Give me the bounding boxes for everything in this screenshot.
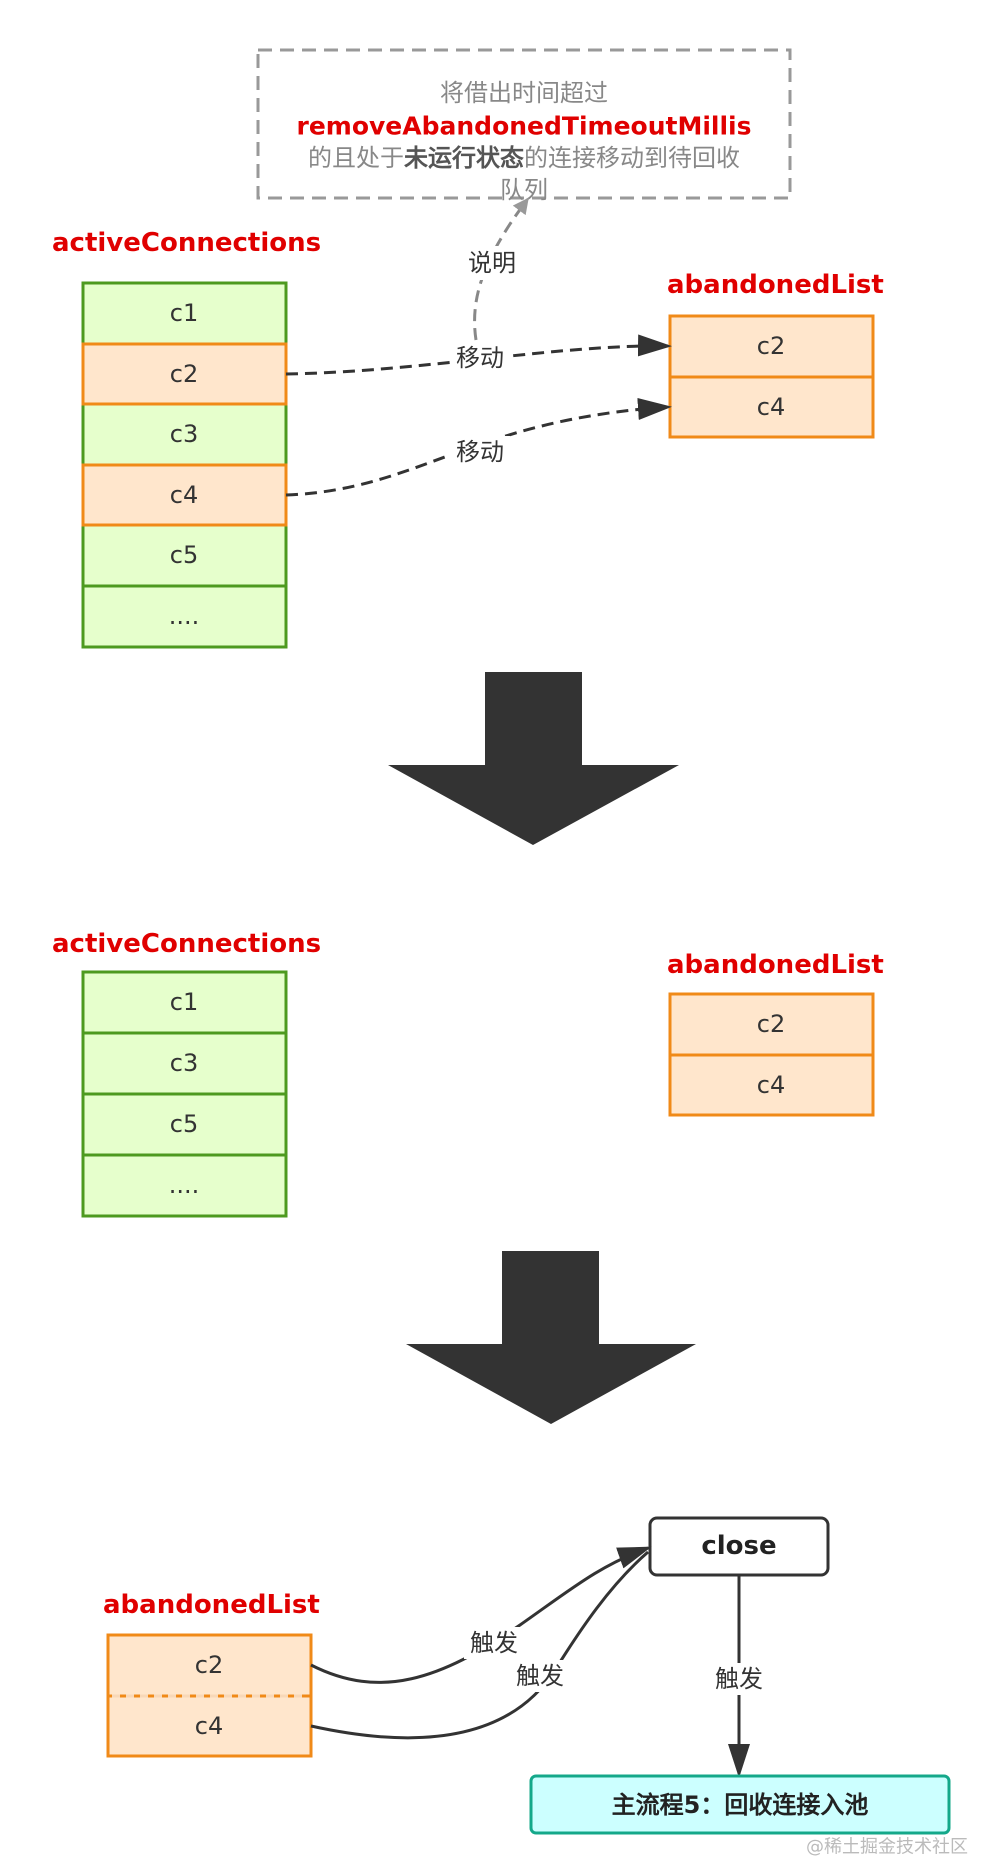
stage2-abandoned-cell-c2 bbox=[668, 992, 875, 1057]
stage2-abandoned-list: c2 c4 bbox=[668, 992, 875, 1117]
move-label-1-bg bbox=[450, 342, 510, 374]
stage3-abandoned-title: abandonedList bbox=[103, 1590, 320, 1620]
stage2-active-title: activeConnections bbox=[52, 929, 321, 959]
move-label-1: 移动 bbox=[456, 344, 504, 372]
stage1-abandoned-title: abandonedList bbox=[667, 270, 884, 300]
move-label-2-bg bbox=[450, 436, 510, 468]
stage1-active-list: c1 c3 c5 .... c2 c4 bbox=[81, 281, 288, 649]
watermark: @稀土掘金技术社区 bbox=[806, 1837, 968, 1858]
stage2-active-cell-more bbox=[81, 1153, 288, 1218]
stage1-abandoned-label-c4: c4 bbox=[757, 393, 785, 421]
stage2-active-cell-c1 bbox=[81, 970, 288, 1035]
stage1-active-label-c2: c2 bbox=[170, 360, 198, 388]
trigger-label-3: 触发 bbox=[715, 1665, 763, 1693]
transition-arrow-2 bbox=[406, 1251, 696, 1424]
note-link-label: 说明 bbox=[468, 249, 516, 277]
stage1-abandoned-list: c2 c4 bbox=[668, 314, 875, 439]
trigger-label-3-bg bbox=[709, 1663, 769, 1695]
stage1-active-title: activeConnections bbox=[52, 228, 321, 258]
stage2-active-label-c1: c1 bbox=[170, 988, 198, 1016]
stage2-active-cell-c5 bbox=[81, 1092, 288, 1157]
note-line-4: 队列 bbox=[500, 176, 548, 204]
note-line-3: 的且处于未运行状态的连接移动到待回收 bbox=[308, 144, 740, 172]
stage3-abandoned-label-c2: c2 bbox=[195, 1651, 223, 1679]
stage3-abandoned-cell-c4 bbox=[106, 1694, 313, 1758]
move-label-2: 移动 bbox=[456, 438, 504, 466]
trigger-label-2: 触发 bbox=[516, 1662, 564, 1690]
stage2-abandoned-cell-c4 bbox=[668, 1053, 875, 1117]
stage2-abandoned-label-c2: c2 bbox=[757, 1010, 785, 1038]
trigger-label-2-bg bbox=[510, 1660, 570, 1692]
stage1-active-cell-more bbox=[81, 584, 288, 649]
stage1-active-label-c3: c3 bbox=[170, 420, 198, 448]
stage2-abandoned-label-c4: c4 bbox=[757, 1071, 785, 1099]
note-line-1: 将借出时间超过 bbox=[440, 79, 608, 107]
stage1-active-cell-c3 bbox=[81, 402, 288, 467]
transition-arrow-1 bbox=[388, 672, 679, 845]
note-link-label-bg bbox=[464, 246, 520, 280]
note-line-2: removeAbandonedTimeoutMillis bbox=[297, 112, 752, 141]
stage1-active-label-c1: c1 bbox=[170, 299, 198, 327]
note-box: 将借出时间超过 removeAbandonedTimeoutMillis 的且处… bbox=[256, 48, 792, 204]
main-flow-label: 主流程5：回收连接入池 bbox=[612, 1791, 869, 1819]
main-flow-box bbox=[529, 1774, 951, 1835]
stage3-abandoned-label-c4: c4 bbox=[195, 1712, 223, 1740]
stage2-abandoned-title: abandonedList bbox=[667, 950, 884, 980]
stage1-active-cell-c2 bbox=[81, 342, 288, 406]
stage2-active-label-more: .... bbox=[169, 1171, 200, 1199]
stage1-active-cell-c4 bbox=[81, 463, 288, 527]
stage1-abandoned-label-c2: c2 bbox=[757, 332, 785, 360]
close-label: close bbox=[701, 1531, 776, 1561]
stage3-abandoned-list: c2 c4 bbox=[106, 1633, 313, 1758]
stage2-active-list: c1 c3 c5 .... bbox=[81, 970, 288, 1218]
stage1-active-label-more: .... bbox=[169, 602, 200, 630]
stage1-active-label-c5: c5 bbox=[170, 541, 198, 569]
stage2-active-label-c5: c5 bbox=[170, 1110, 198, 1138]
trigger-label-1-bg bbox=[464, 1627, 524, 1659]
stage1-active-label-c4: c4 bbox=[170, 481, 198, 509]
trigger-label-1: 触发 bbox=[470, 1629, 518, 1657]
stage2-active-label-c3: c3 bbox=[170, 1049, 198, 1077]
trigger-arrow-c2 bbox=[310, 1546, 652, 1684]
stage1-active-cell-c1 bbox=[81, 281, 288, 346]
